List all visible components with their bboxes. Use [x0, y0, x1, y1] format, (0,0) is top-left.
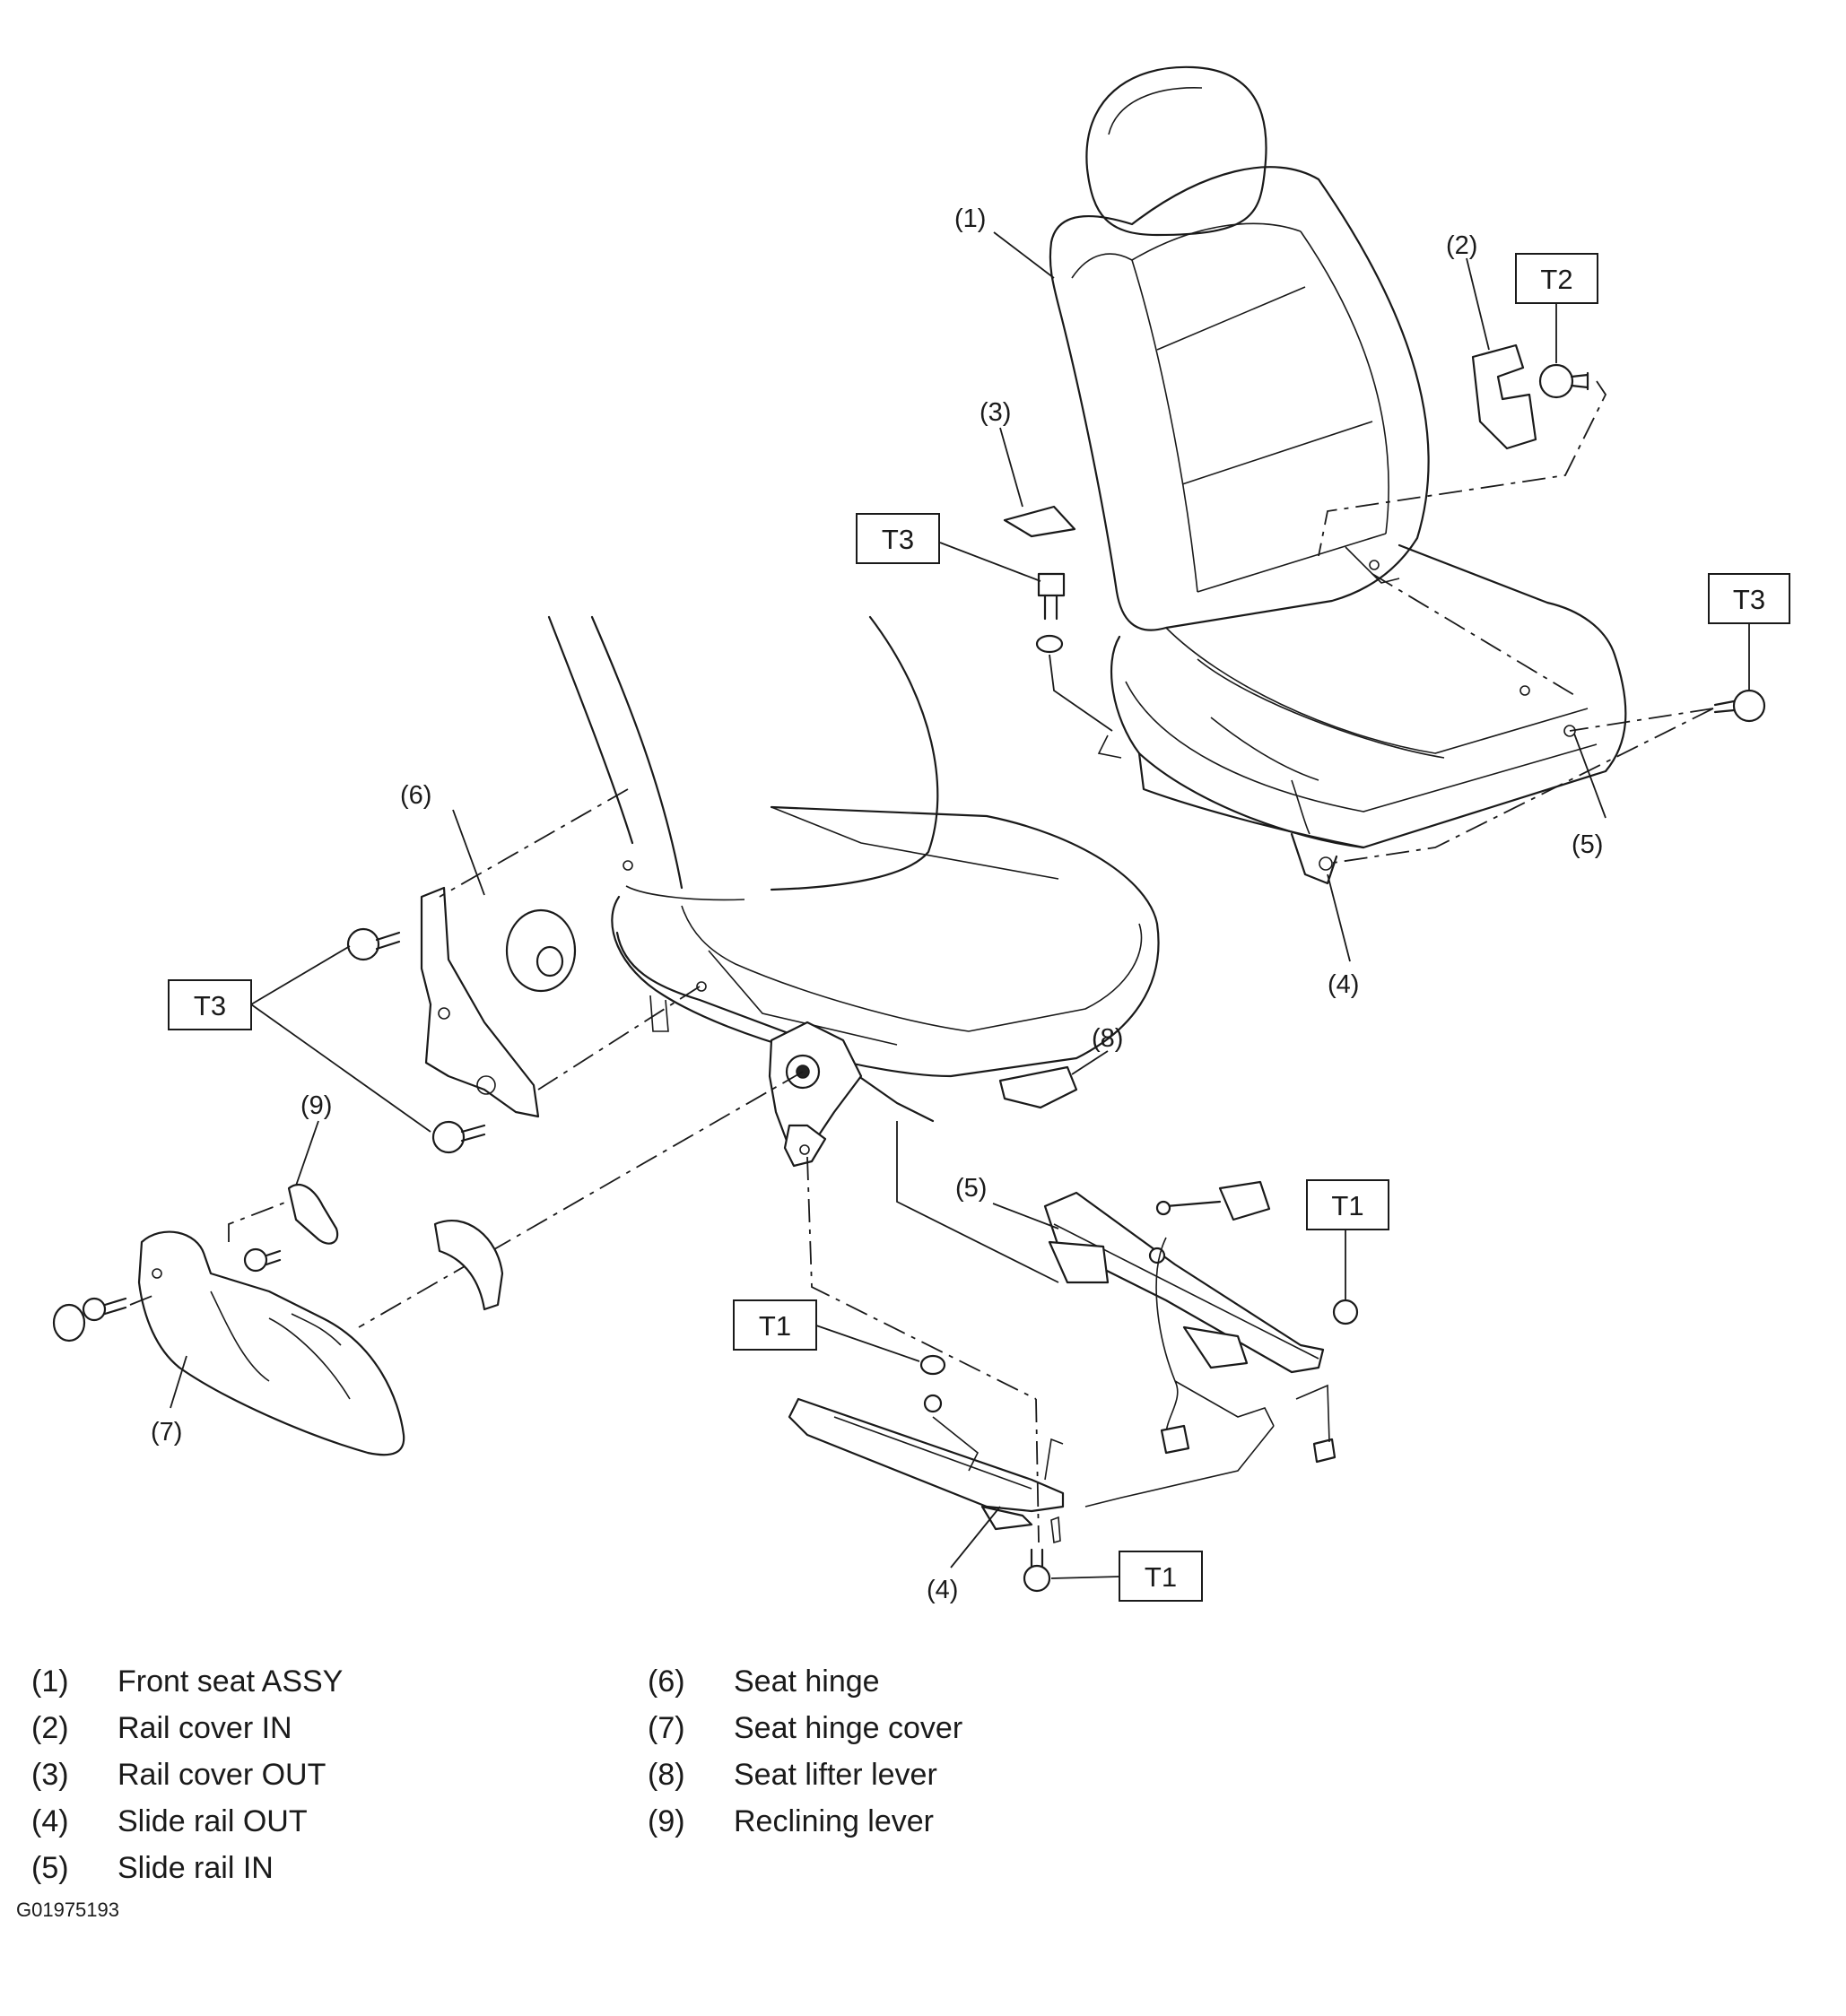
legend-name: Front seat ASSY [118, 1664, 344, 1699]
hinge-cup [505, 908, 577, 993]
figure-code: G01975193 [16, 1899, 119, 1921]
front-seat-assembly-drawing [1049, 65, 1627, 885]
reclining-lever-screw [243, 1247, 282, 1273]
callout-4-bottom: (4) [927, 1576, 958, 1604]
t3-bolt-right [1713, 689, 1766, 723]
callout-6: (6) [400, 781, 431, 810]
svg-text:T1: T1 [759, 1310, 791, 1342]
svg-text:T3: T3 [1733, 584, 1765, 615]
legend-name: Slide rail IN [118, 1851, 274, 1885]
torque-tag-t3-upper: T3 [856, 513, 940, 564]
callout-1: (1) [954, 204, 986, 233]
legend-number: (9) [648, 1804, 685, 1838]
legend-number: (1) [31, 1664, 69, 1699]
callout-7: (7) [151, 1418, 182, 1447]
reclining-lever-part [287, 1184, 339, 1245]
torque-tag-t3-right: T3 [1708, 573, 1790, 624]
hinge-cover-arc-part [433, 1219, 504, 1311]
torque-tag-t1-bottom: T1 [1119, 1551, 1203, 1602]
callout-9: (9) [300, 1091, 332, 1120]
svg-text:T3: T3 [194, 990, 226, 1021]
torque-tag-t1-mid: T1 [733, 1299, 817, 1351]
legend-name: Reclining lever [734, 1804, 934, 1838]
legend-number: (4) [31, 1804, 69, 1838]
svg-text:T2: T2 [1540, 264, 1572, 295]
svg-text:T3: T3 [882, 524, 914, 555]
callout-2: (2) [1446, 231, 1477, 260]
hinge-cover-cap [52, 1297, 127, 1343]
torque-tag-t1-right: T1 [1306, 1179, 1389, 1230]
t2-bolt [1538, 363, 1589, 399]
legend-number: (6) [648, 1664, 685, 1699]
seat-frame-drawing [547, 615, 1160, 1168]
torque-tag-t2: T2 [1515, 253, 1598, 304]
callout-8: (8) [1092, 1024, 1123, 1053]
seat-hinge-part [420, 886, 540, 1118]
legend-name: Rail cover OUT [118, 1758, 327, 1792]
belt-buckle-part [1218, 1180, 1271, 1221]
legend-number: (2) [31, 1711, 69, 1745]
legend-number: (7) [648, 1711, 685, 1745]
legend-number: (3) [31, 1758, 69, 1792]
rail-cover-out-part [1003, 505, 1076, 538]
legend-name: Seat lifter lever [734, 1758, 937, 1792]
legend-name: Seat hinge [734, 1664, 880, 1699]
t3-bolts-left [346, 927, 486, 1154]
seat-lifter-lever-part [998, 1065, 1078, 1109]
callout-5-bottom: (5) [955, 1174, 987, 1203]
legend-name: Rail cover IN [118, 1711, 292, 1745]
callout-5-top: (5) [1572, 830, 1603, 859]
slide-rail-in-drawing [1043, 1191, 1325, 1374]
svg-text:T1: T1 [1331, 1190, 1363, 1221]
rail-cover-in-part [1471, 343, 1537, 450]
seat-hinge-cover-drawing [137, 1230, 405, 1456]
legend-name: Slide rail OUT [118, 1804, 308, 1838]
torque-tag-t3-left: T3 [168, 979, 252, 1030]
legend-number: (5) [31, 1851, 69, 1885]
t3-bolt-upper [1035, 572, 1066, 654]
callout-3: (3) [980, 398, 1011, 427]
callout-4-top: (4) [1328, 970, 1359, 999]
legend-number: (8) [648, 1758, 685, 1792]
slide-rail-out-drawing [788, 1394, 1065, 1531]
svg-text:T1: T1 [1145, 1561, 1177, 1593]
t1-bolt-bottom [1023, 1548, 1051, 1593]
legend-name: Seat hinge cover [734, 1711, 963, 1745]
